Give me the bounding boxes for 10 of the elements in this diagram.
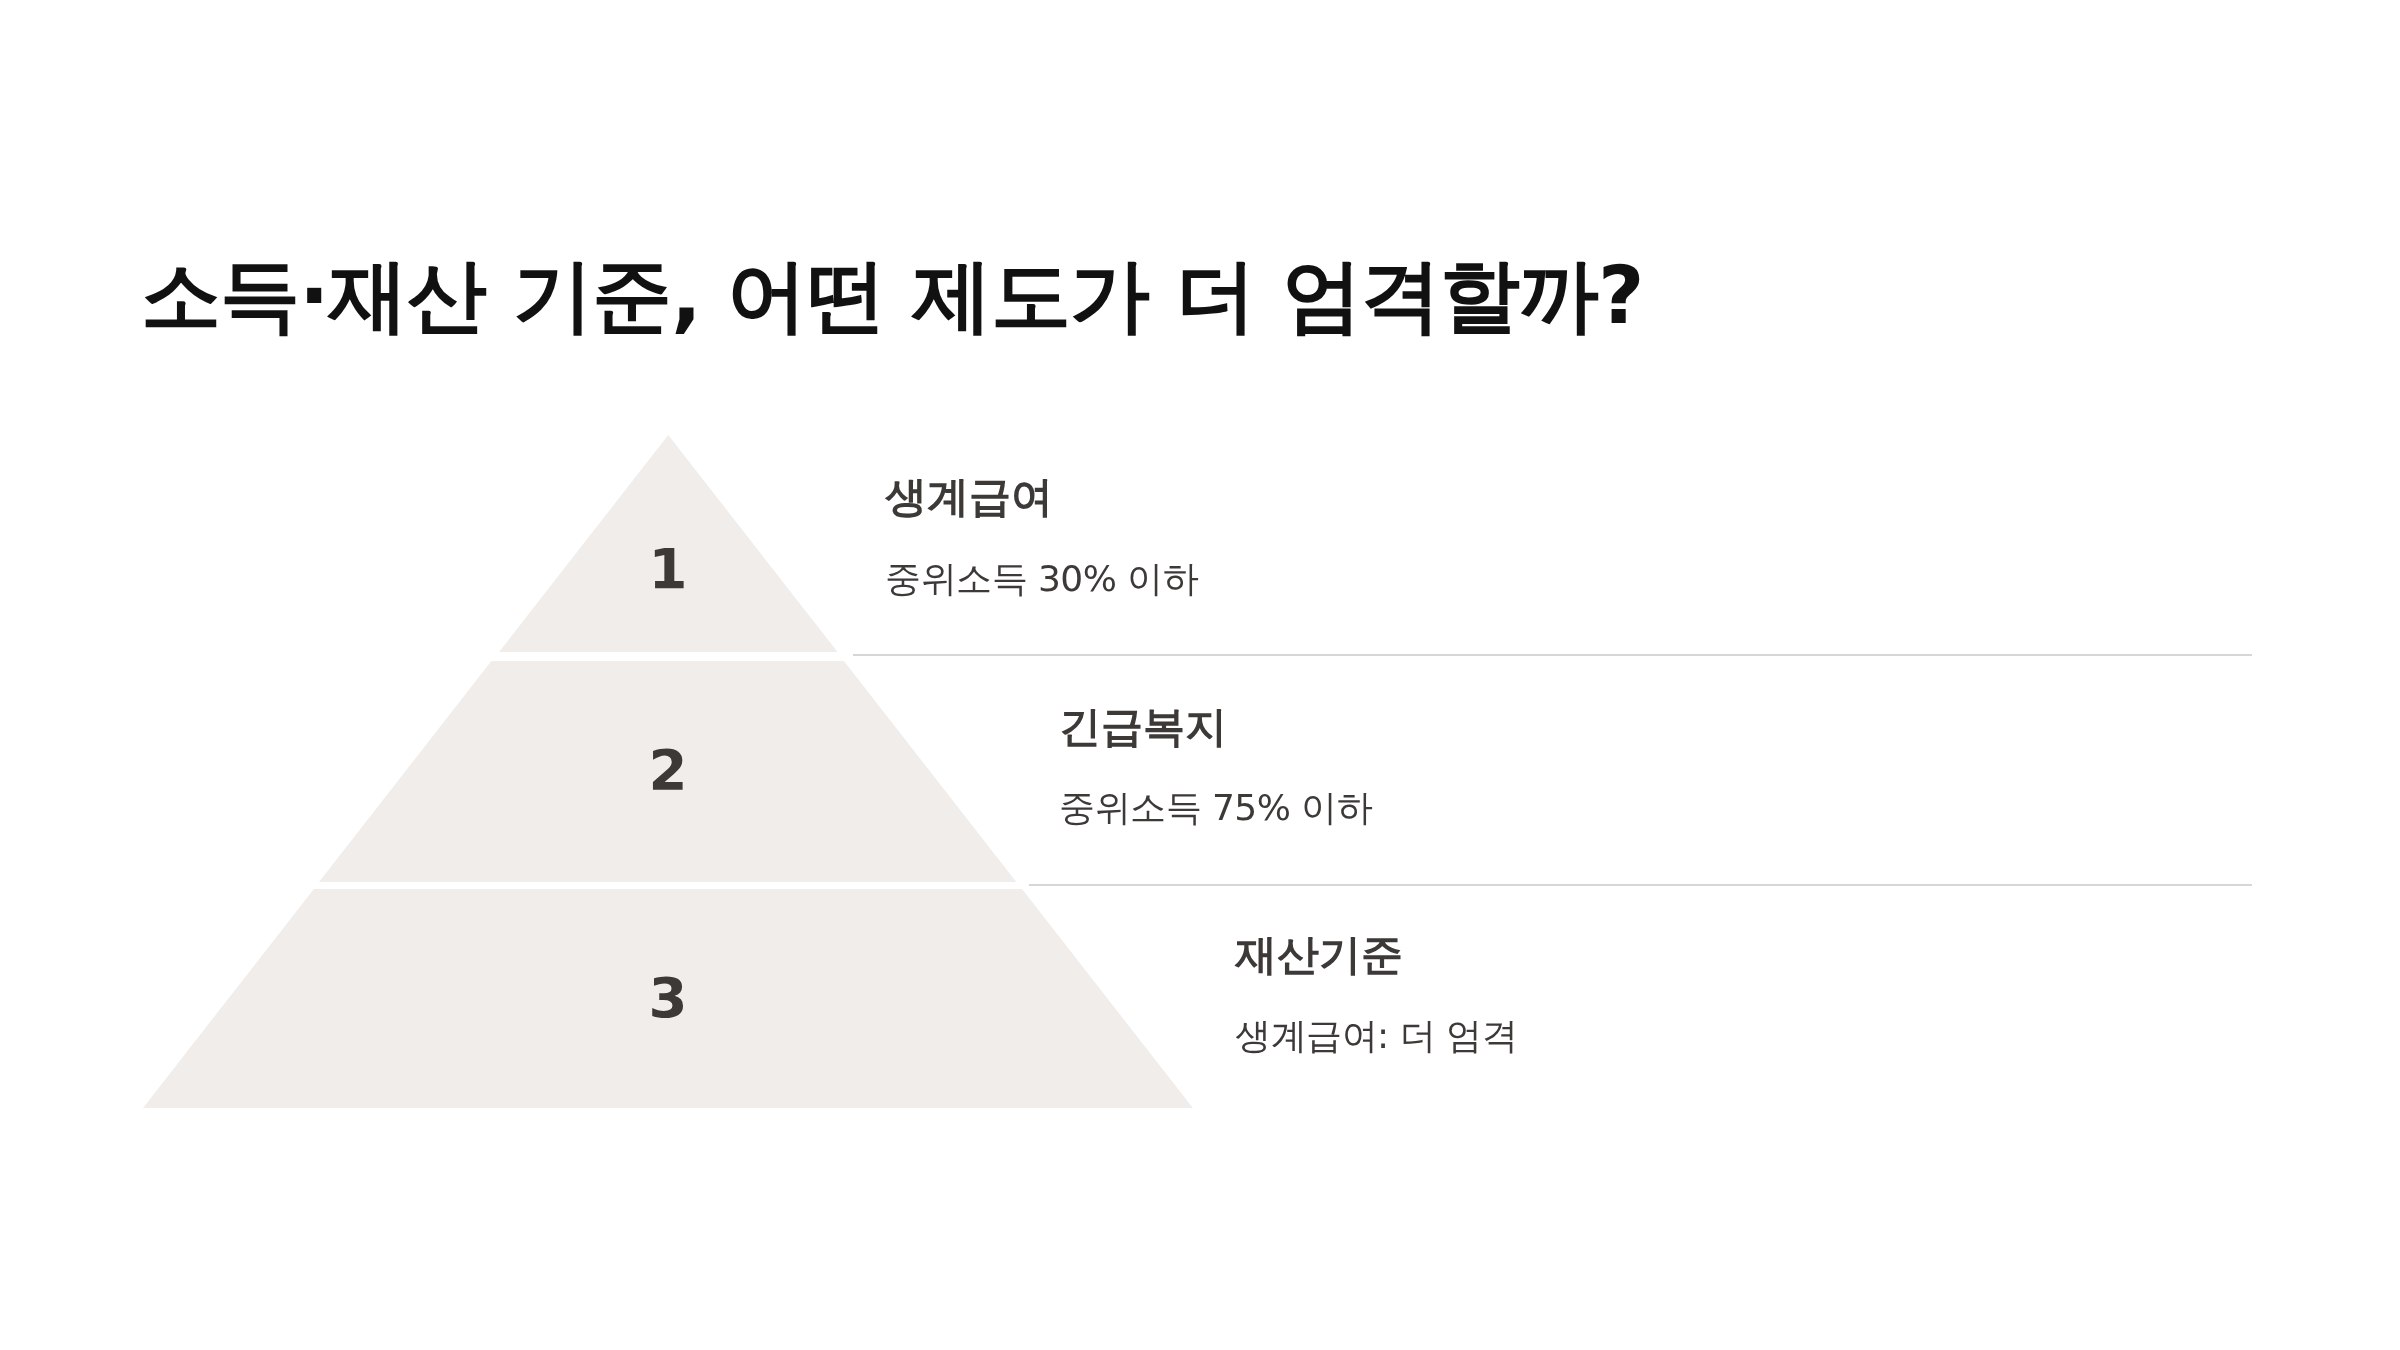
tier-description: 생계급여: 더 엄격 bbox=[1235, 1014, 1517, 1058]
tier-number: 3 bbox=[648, 966, 688, 1030]
tier-number: 1 bbox=[648, 537, 688, 601]
title: 소득·재산 기준, 어떤 제도가 더 엄격할까? bbox=[141, 248, 1644, 344]
tier-number: 2 bbox=[648, 738, 688, 802]
tier-description: 중위소득 30% 이하 bbox=[885, 557, 1199, 601]
tier-heading: 재산기준 bbox=[1235, 929, 1403, 981]
tier-description: 중위소득 75% 이하 bbox=[1059, 786, 1373, 830]
tier-heading: 긴급복지 bbox=[1059, 701, 1227, 753]
tier-heading: 생계급여 bbox=[885, 471, 1053, 523]
